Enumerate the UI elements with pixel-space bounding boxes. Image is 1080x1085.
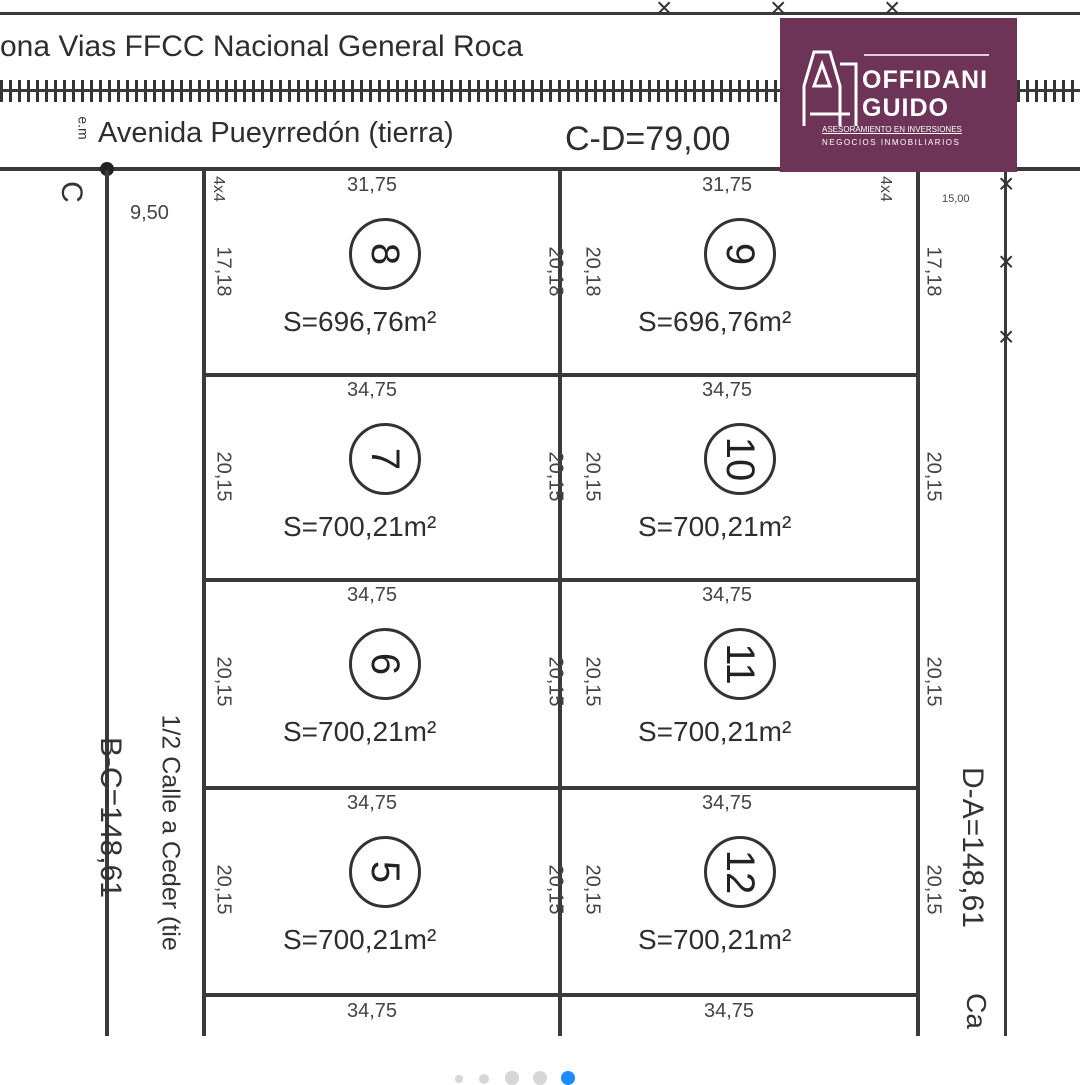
logo-tagline2: NEGOCIOS INMOBILIARIOS	[822, 138, 961, 147]
half-street-label: 1/2 Calle a Ceder (tie	[156, 714, 185, 951]
boundary-line	[0, 12, 1080, 15]
lot-number-text: 6	[363, 652, 408, 676]
lot-area: S=700,21m²	[283, 716, 437, 747]
street-line	[0, 167, 1080, 171]
lot-left-dimension: 20,15	[212, 864, 235, 915]
lot-number-text: 5	[363, 860, 408, 884]
lot-left-dimension: 20,15	[581, 864, 604, 915]
bc-dimension: B-C=148,61	[94, 737, 127, 898]
fence-x-mark: ×	[770, 0, 787, 23]
lot-left-dimension: 20,15	[581, 656, 604, 707]
lot-number: 8	[349, 218, 421, 290]
brand-logo: OFFIDANI GUIDO ASESORAMIENTO EN INVERSIO…	[780, 18, 1017, 172]
logo-line2: GUIDO	[862, 94, 949, 122]
carousel-dot[interactable]	[505, 1071, 519, 1085]
railway-line	[0, 89, 1080, 92]
lot-area: S=696,76m²	[638, 306, 792, 337]
lot-top-dimension: 34,75	[347, 584, 398, 606]
right-street-label: Ca	[960, 993, 992, 1029]
right-width: 15,00	[942, 193, 970, 205]
lot-line	[558, 170, 562, 1040]
lot-number: 5	[349, 836, 421, 908]
cd-dimension: C-D=79,00	[565, 120, 731, 158]
bottom-dimension: 34,75	[347, 1000, 398, 1022]
lot-line	[202, 170, 206, 1040]
lot-top-dimension: 34,75	[347, 379, 398, 401]
fence-x-mark: ×	[998, 321, 1015, 352]
lot-right-dimension: 20,15	[544, 656, 567, 707]
avenue-label: Avenida Pueyrredón (tierra)	[98, 117, 454, 149]
lot-left-dimension: 20,15	[212, 451, 235, 502]
lot-right-dimension: 20,15	[544, 451, 567, 502]
lot-line	[202, 786, 920, 790]
lot-right-dimension: 20,15	[922, 864, 945, 915]
lot-line	[202, 373, 920, 377]
logo-tagline1: ASESORAMIENTO EN INVERSIONES	[822, 125, 962, 134]
fence-x-mark: ×	[998, 168, 1015, 199]
lot-left-dimension: 20,15	[212, 656, 235, 707]
boundary-da	[1004, 170, 1007, 1040]
lot-right-dimension: 17,18	[922, 246, 945, 297]
lot-right-dimension: 20,15	[922, 451, 945, 502]
lot-left-dimension: 20,15	[581, 451, 604, 502]
lot-top-dimension: 34,75	[347, 792, 398, 814]
carousel-dot[interactable]	[479, 1074, 489, 1084]
lot-top-dimension: 34,75	[702, 584, 753, 606]
lot-number: 9	[704, 218, 776, 290]
lot-number-text: 11	[718, 643, 763, 685]
carousel-dot[interactable]	[533, 1071, 547, 1085]
fence-x-mark: ×	[656, 0, 673, 23]
lot-number-text: 9	[718, 242, 763, 266]
lot-top-dimension: 34,75	[702, 792, 753, 814]
logo-line1: OFFIDANI	[862, 66, 989, 94]
lot-area: S=700,21m²	[638, 924, 792, 955]
carousel-dot[interactable]	[455, 1075, 463, 1083]
bottom-dimension: 34,75	[704, 1000, 755, 1022]
house-key-icon	[802, 50, 858, 126]
lot-line	[916, 170, 920, 1040]
lot-line	[202, 993, 920, 997]
left-width: 9,50	[130, 202, 169, 224]
lot-left-dimension: 17,18	[212, 246, 235, 297]
boundary-bc	[105, 170, 109, 1040]
chamfer-left: 4x4	[209, 176, 227, 202]
lot-number-text: 12	[718, 849, 763, 895]
chamfer-right: 4x4	[876, 176, 894, 202]
lot-area: S=696,76m²	[283, 306, 437, 337]
lot-number-text: 8	[363, 242, 408, 266]
lot-number-text: 7	[363, 447, 408, 471]
railway-label: ona Vias FFCC Nacional General Roca	[0, 30, 524, 63]
lot-right-dimension: 20,15	[922, 656, 945, 707]
lot-area: S=700,21m²	[638, 511, 792, 542]
da-dimension: D-A=148,61	[956, 767, 989, 928]
fence-x-mark: ×	[998, 246, 1015, 277]
fence-x-mark: ×	[884, 0, 901, 23]
lot-top-dimension: 34,75	[702, 379, 753, 401]
lot-right-dimension: 20,15	[544, 864, 567, 915]
corner-em-label: e.m	[75, 116, 92, 140]
lot-number-text: 10	[718, 436, 763, 482]
lot-top-dimension: 31,75	[347, 174, 398, 196]
lot-area: S=700,21m²	[638, 716, 792, 747]
lot-number: 10	[704, 423, 776, 495]
lot-area: S=700,21m²	[283, 511, 437, 542]
lot-number: 11	[704, 628, 776, 700]
lot-area: S=700,21m²	[283, 924, 437, 955]
lot-right-dimension: 20,18	[544, 246, 567, 297]
corner-c-label: C	[54, 181, 88, 203]
lot-line	[202, 578, 920, 582]
carousel-dot-active[interactable]	[561, 1071, 575, 1085]
lot-left-dimension: 20,18	[581, 246, 604, 297]
corner-point	[100, 162, 114, 176]
lot-number: 12	[704, 836, 776, 908]
lot-number: 6	[349, 628, 421, 700]
lot-top-dimension: 31,75	[702, 174, 753, 196]
lot-number: 7	[349, 423, 421, 495]
